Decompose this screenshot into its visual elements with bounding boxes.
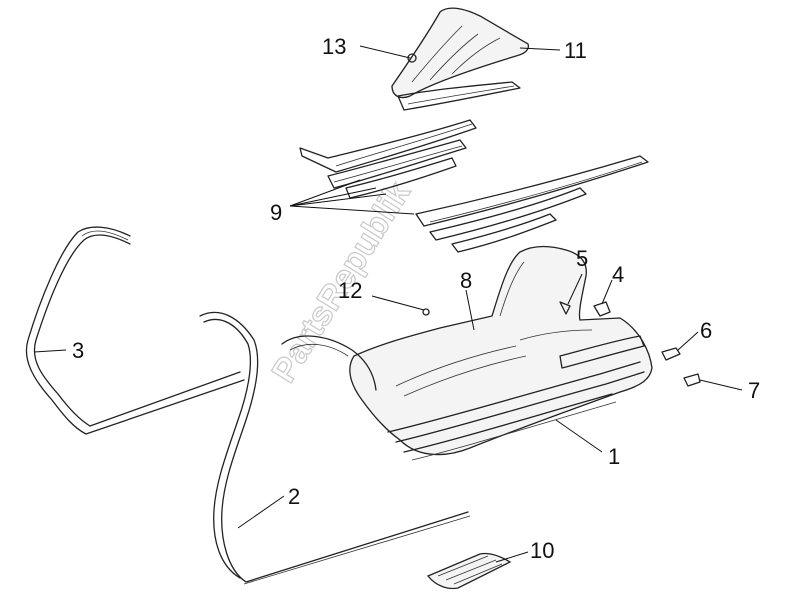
part-3-trim — [25, 226, 245, 435]
part-1-floor-panel — [281, 245, 653, 461]
part-4-bracket — [593, 301, 611, 317]
leader-lines — [33, 45, 743, 563]
part-6-bolt — [661, 347, 681, 361]
callout-labels: 1 2 3 4 5 6 7 8 9 10 11 12 13 — [72, 34, 760, 563]
part-11-cover — [391, 7, 530, 111]
callout-6: 6 — [700, 318, 712, 343]
callout-5: 5 — [576, 246, 588, 271]
callout-11: 11 — [564, 38, 587, 63]
callout-7: 7 — [748, 378, 760, 403]
callout-12: 12 — [338, 278, 362, 303]
part-2-strip — [199, 311, 471, 585]
callout-3: 3 — [72, 338, 84, 363]
part-5-clip — [559, 301, 571, 315]
upper-rails — [299, 119, 649, 253]
callout-9: 9 — [270, 200, 282, 225]
callout-1: 1 — [608, 444, 620, 469]
callout-10: 10 — [530, 538, 554, 563]
callout-13: 13 — [322, 34, 346, 59]
part-12-clip — [422, 308, 430, 316]
callout-8: 8 — [460, 268, 472, 293]
part-10-grille — [426, 552, 512, 590]
callout-4: 4 — [612, 262, 624, 287]
callout-2: 2 — [288, 484, 300, 509]
part-7-bolt — [683, 373, 701, 387]
